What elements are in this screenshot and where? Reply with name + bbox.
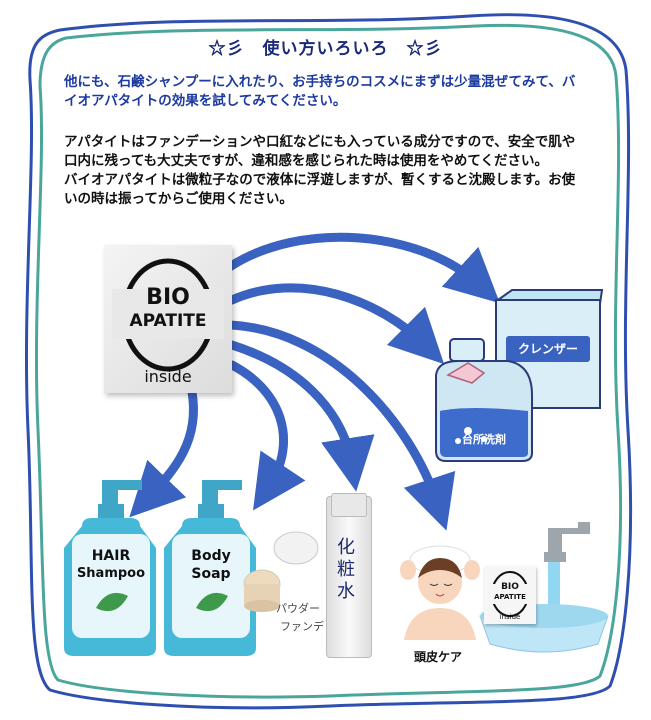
cleanser-label: クレンザー [506,336,590,362]
note-safety: アパタイトはファンデーションや口紅などにも入っている成分ですので、安全で肌や口内… [64,134,576,169]
scalp-care-illustration [394,540,486,640]
page-title: ☆彡 使い方いろいろ ☆彡 [208,39,443,59]
bio-apatite-logo: BIO APATITE inside [104,245,232,393]
hair-line2: Shampoo [76,566,146,581]
arrow-to-detergent [227,283,445,365]
intro-text: 他にも、石鹸シャンプーに入れたり、お手持ちのコスメにまずは少量混ぜてみて、バイオ… [64,74,576,109]
detergent-bottle: 台所洗剤 [428,335,540,465]
small-logo-apatite: APATITE [494,593,526,601]
hair-line1: HAIR [91,548,131,564]
powder-label-2: ファンデ [280,620,324,633]
small-logo-bio: BIO [501,582,519,592]
small-bio-apatite-logo: BIO APATITE inside [484,566,536,624]
arrow-to-scalp [225,320,456,531]
powder-label-1: パウダー [276,602,320,615]
logo-bio: BIO [146,285,190,310]
body-line1: Body [191,548,231,564]
powder-foundation: パウダー ファンデ [242,528,334,638]
lotion-bottle: 化粧水 [326,493,372,658]
logo-inside: inside [144,367,192,386]
hair-shampoo-bottle: HAIR Shampoo [62,478,160,658]
arrow-to-lotion [227,340,375,492]
detergent-label: 台所洗剤 [462,433,506,446]
small-logo-inside: inside [499,613,521,621]
note-shake: バイオアパタイトは微粒子なので液体に浮遊しますが、暫くすると沈殿します。お使いの… [64,172,576,207]
logo-apatite: APATITE [129,311,207,331]
arrow-to-body [129,387,198,518]
arrow-to-powder [227,360,306,511]
lotion-label: 化粧水 [337,537,355,602]
usage-notes: アパタイトはファンデーションや口紅などにも入っている成分ですので、安全で肌や口内… [64,133,584,209]
body-soap-bottle: Body Soap [162,478,260,658]
arrow-to-cleanser [223,232,500,304]
scalp-caption: 頭皮ケア [414,650,463,664]
body-line2: Soap [191,566,231,582]
